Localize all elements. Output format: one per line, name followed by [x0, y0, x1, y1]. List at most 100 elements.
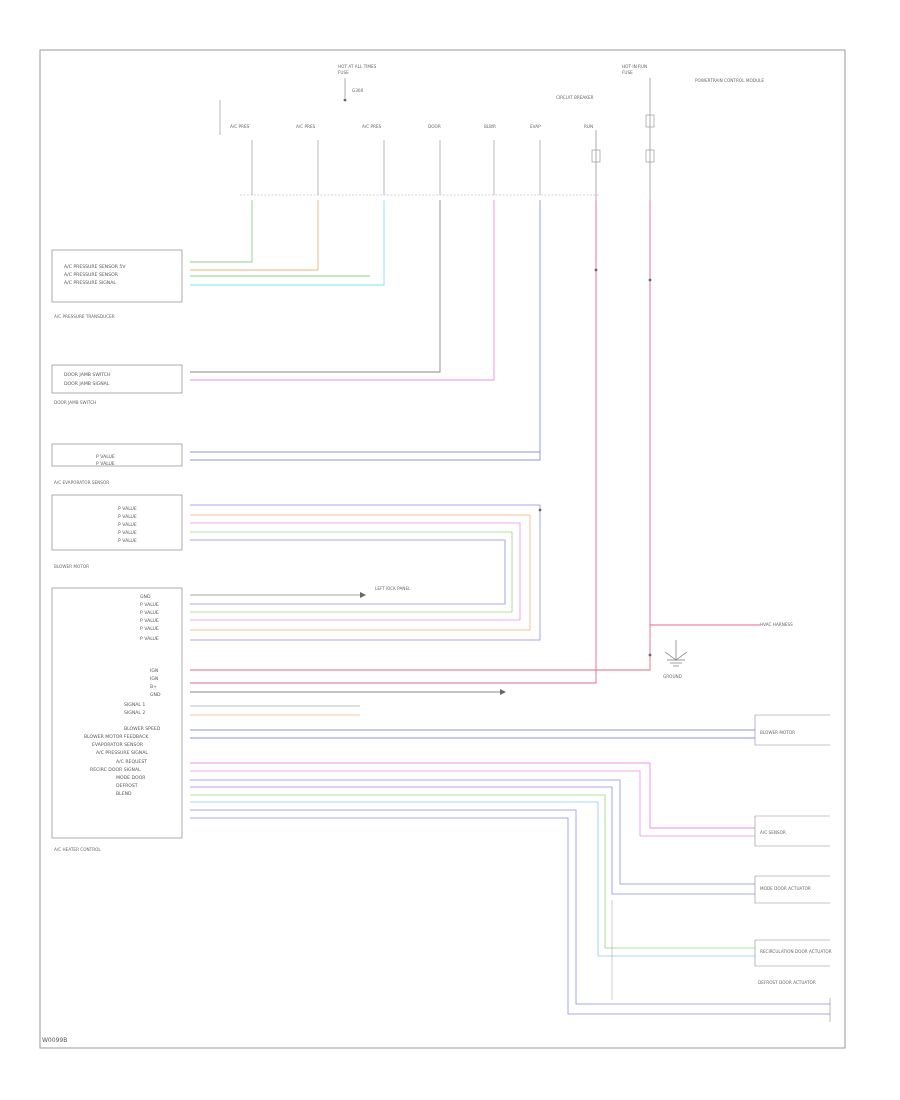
left-kick-label: LEFT KICK PANEL	[375, 586, 411, 591]
svg-text:DEFROST DOOR ACTUATOR: DEFROST DOOR ACTUATOR	[758, 980, 816, 985]
reference-code: W0099B	[42, 1037, 67, 1044]
wire-blower-1	[190, 504, 541, 641]
svg-text:DOOR JAMB SWITCH: DOOR JAMB SWITCH	[54, 400, 96, 405]
connector-arrow-icon	[360, 592, 366, 598]
svg-text:G300: G300	[352, 88, 364, 93]
svg-text:DOOR JAMB SWITCH: DOOR JAMB SWITCH	[64, 372, 110, 378]
splice-dot-icon	[538, 508, 542, 512]
svg-text:A/C EVAPORATOR SENSOR: A/C EVAPORATOR SENSOR	[54, 480, 109, 485]
wire-blue-def-2	[190, 817, 830, 1015]
svg-text:A/C PRESSURE TRANSDUCER: A/C PRESSURE TRANSDUCER	[54, 314, 115, 319]
svg-text:EVAPORATOR SENSOR: EVAPORATOR SENSOR	[92, 742, 144, 748]
svg-text:FUSE: FUSE	[622, 70, 633, 75]
svg-text:A/C PRESSURE SENSOR 5V: A/C PRESSURE SENSOR 5V	[64, 264, 126, 270]
svg-text:A/C REQUEST: A/C REQUEST	[116, 759, 147, 765]
splice-dot-icon	[594, 268, 598, 272]
svg-text:BLOWER SPEED: BLOWER SPEED	[124, 726, 161, 732]
svg-text:A/C PRES: A/C PRES	[296, 124, 316, 129]
svg-text:RUN: RUN	[584, 124, 593, 129]
wire-blower-2	[190, 514, 531, 631]
svg-text:A/C SENSOR: A/C SENSOR	[760, 830, 786, 835]
svg-text:EVAP: EVAP	[530, 124, 541, 129]
fuse-icon	[645, 149, 655, 163]
svg-text:IGN: IGN	[150, 668, 158, 674]
svg-text:P VALUE: P VALUE	[96, 454, 115, 460]
wire-orange	[190, 200, 319, 271]
svg-text:BLWR: BLWR	[484, 124, 496, 129]
wire-blower-4	[190, 539, 506, 605]
svg-text:RECIRCULATION DOOR ACTUATOR: RECIRCULATION DOOR ACTUATOR	[760, 949, 832, 954]
svg-text:P VALUE: P VALUE	[140, 636, 159, 642]
block-control: GND P VALUE P VALUE P VALUE P VALUE P VA…	[51, 587, 183, 852]
svg-text:POWERTRAIN CONTROL MODULE: POWERTRAIN CONTROL MODULE	[695, 78, 764, 83]
block-blower: P VALUE P VALUE P VALUE P VALUE P VALUE …	[51, 494, 183, 569]
svg-text:A/C PRESSURE SENSOR: A/C PRESSURE SENSOR	[64, 272, 119, 278]
svg-text:P VALUE: P VALUE	[118, 538, 137, 544]
diagram-frame	[39, 49, 846, 1049]
wire-red-2	[190, 200, 651, 671]
svg-text:SIGNAL 2: SIGNAL 2	[124, 710, 145, 716]
svg-text:CIRCUIT BREAKER: CIRCUIT BREAKER	[556, 95, 594, 100]
svg-text:BLOWER MOTOR FEEDBACK: BLOWER MOTOR FEEDBACK	[84, 734, 149, 740]
wire-pink-ctrl	[190, 762, 755, 829]
svg-text:MODE DOOR: MODE DOOR	[116, 775, 146, 781]
wire-lightblue-blend	[190, 801, 755, 957]
svg-text:DOOR JAMB SIGNAL: DOOR JAMB SIGNAL	[64, 381, 110, 387]
svg-text:FUSE: FUSE	[338, 70, 349, 75]
fuse-icon	[591, 149, 601, 163]
wire-blue-def-1	[190, 809, 830, 1005]
top-components: A/C PRES A/C PRES A/C PRES DOOR BLWR EVA…	[230, 124, 593, 129]
ground-label: GROUND	[663, 674, 682, 679]
svg-text:BLOWER MOTOR: BLOWER MOTOR	[54, 564, 89, 569]
splice-dot-icon	[648, 653, 652, 657]
block-blend-right: RECIRCULATION DOOR ACTUATOR	[754, 939, 832, 967]
svg-text:P VALUE: P VALUE	[118, 530, 137, 536]
wire-green-blend	[190, 794, 755, 949]
wire-green-1	[190, 200, 253, 263]
wire-blower-5	[190, 531, 513, 613]
svg-text:P VALUE: P VALUE	[118, 522, 137, 528]
wire-gray-door	[190, 200, 441, 373]
svg-text:A/C PRES: A/C PRES	[362, 124, 382, 129]
ground-icon	[664, 640, 688, 667]
svg-text:IGN: IGN	[150, 676, 158, 682]
svg-text:A/C PRESSURE SIGNAL: A/C PRESSURE SIGNAL	[96, 750, 148, 756]
block-mode-right: MODE DOOR ACTUATOR	[754, 875, 830, 904]
svg-text:MODE DOOR ACTUATOR: MODE DOOR ACTUATOR	[760, 886, 811, 891]
svg-text:A/C PRES: A/C PRES	[230, 124, 250, 129]
svg-text:P VALUE: P VALUE	[140, 602, 159, 608]
fuse-icon	[645, 114, 655, 128]
svg-text:RECIRC DOOR SIGNAL: RECIRC DOOR SIGNAL	[90, 767, 141, 773]
top-drops	[251, 140, 541, 195]
block-sensor-right: A/C SENSOR	[754, 815, 830, 847]
wire-pink-door	[190, 200, 495, 381]
splice-dot-icon	[648, 278, 652, 282]
svg-text:GND: GND	[140, 594, 151, 600]
wire-blower-3	[190, 522, 521, 621]
wire-blue-mode-1	[190, 779, 755, 885]
block-pressure-transducer: A/C PRESSURE SENSOR 5V A/C PRESSURE SENS…	[51, 249, 183, 319]
svg-text:P VALUE: P VALUE	[140, 610, 159, 616]
svg-text:GND: GND	[150, 692, 161, 698]
wire-pink-ctrl-2	[190, 770, 755, 837]
svg-text:B+: B+	[150, 684, 157, 690]
power-feed-right: HOT IN RUN FUSE CIRCUIT BREAKER POWERTRA…	[556, 64, 764, 200]
svg-text:HOT IN RUN: HOT IN RUN	[622, 64, 647, 69]
svg-text:BLOWER MOTOR: BLOWER MOTOR	[760, 730, 795, 735]
svg-text:P VALUE: P VALUE	[140, 618, 159, 624]
hvac-label: HVAC HARNESS	[760, 622, 793, 627]
svg-text:P VALUE: P VALUE	[140, 626, 159, 632]
connector-arrow-icon	[500, 689, 506, 695]
svg-text:HOT AT ALL TIMES: HOT AT ALL TIMES	[338, 64, 377, 69]
svg-text:DEFROST: DEFROST	[116, 783, 138, 789]
svg-text:A/C HEATER CONTROL: A/C HEATER CONTROL	[54, 847, 101, 852]
svg-text:P VALUE: P VALUE	[118, 506, 137, 512]
block-defrost-right: DEFROST DOOR ACTUATOR	[758, 980, 831, 1022]
svg-text:SIGNAL 1: SIGNAL 1	[124, 702, 145, 708]
svg-text:P VALUE: P VALUE	[96, 461, 115, 467]
block-evaporator: P VALUE P VALUE A/C EVAPORATOR SENSOR	[51, 443, 183, 485]
wire-cyan	[190, 200, 385, 286]
wire-blue-mode-2	[190, 786, 755, 895]
wire-blue-evap	[190, 200, 541, 461]
